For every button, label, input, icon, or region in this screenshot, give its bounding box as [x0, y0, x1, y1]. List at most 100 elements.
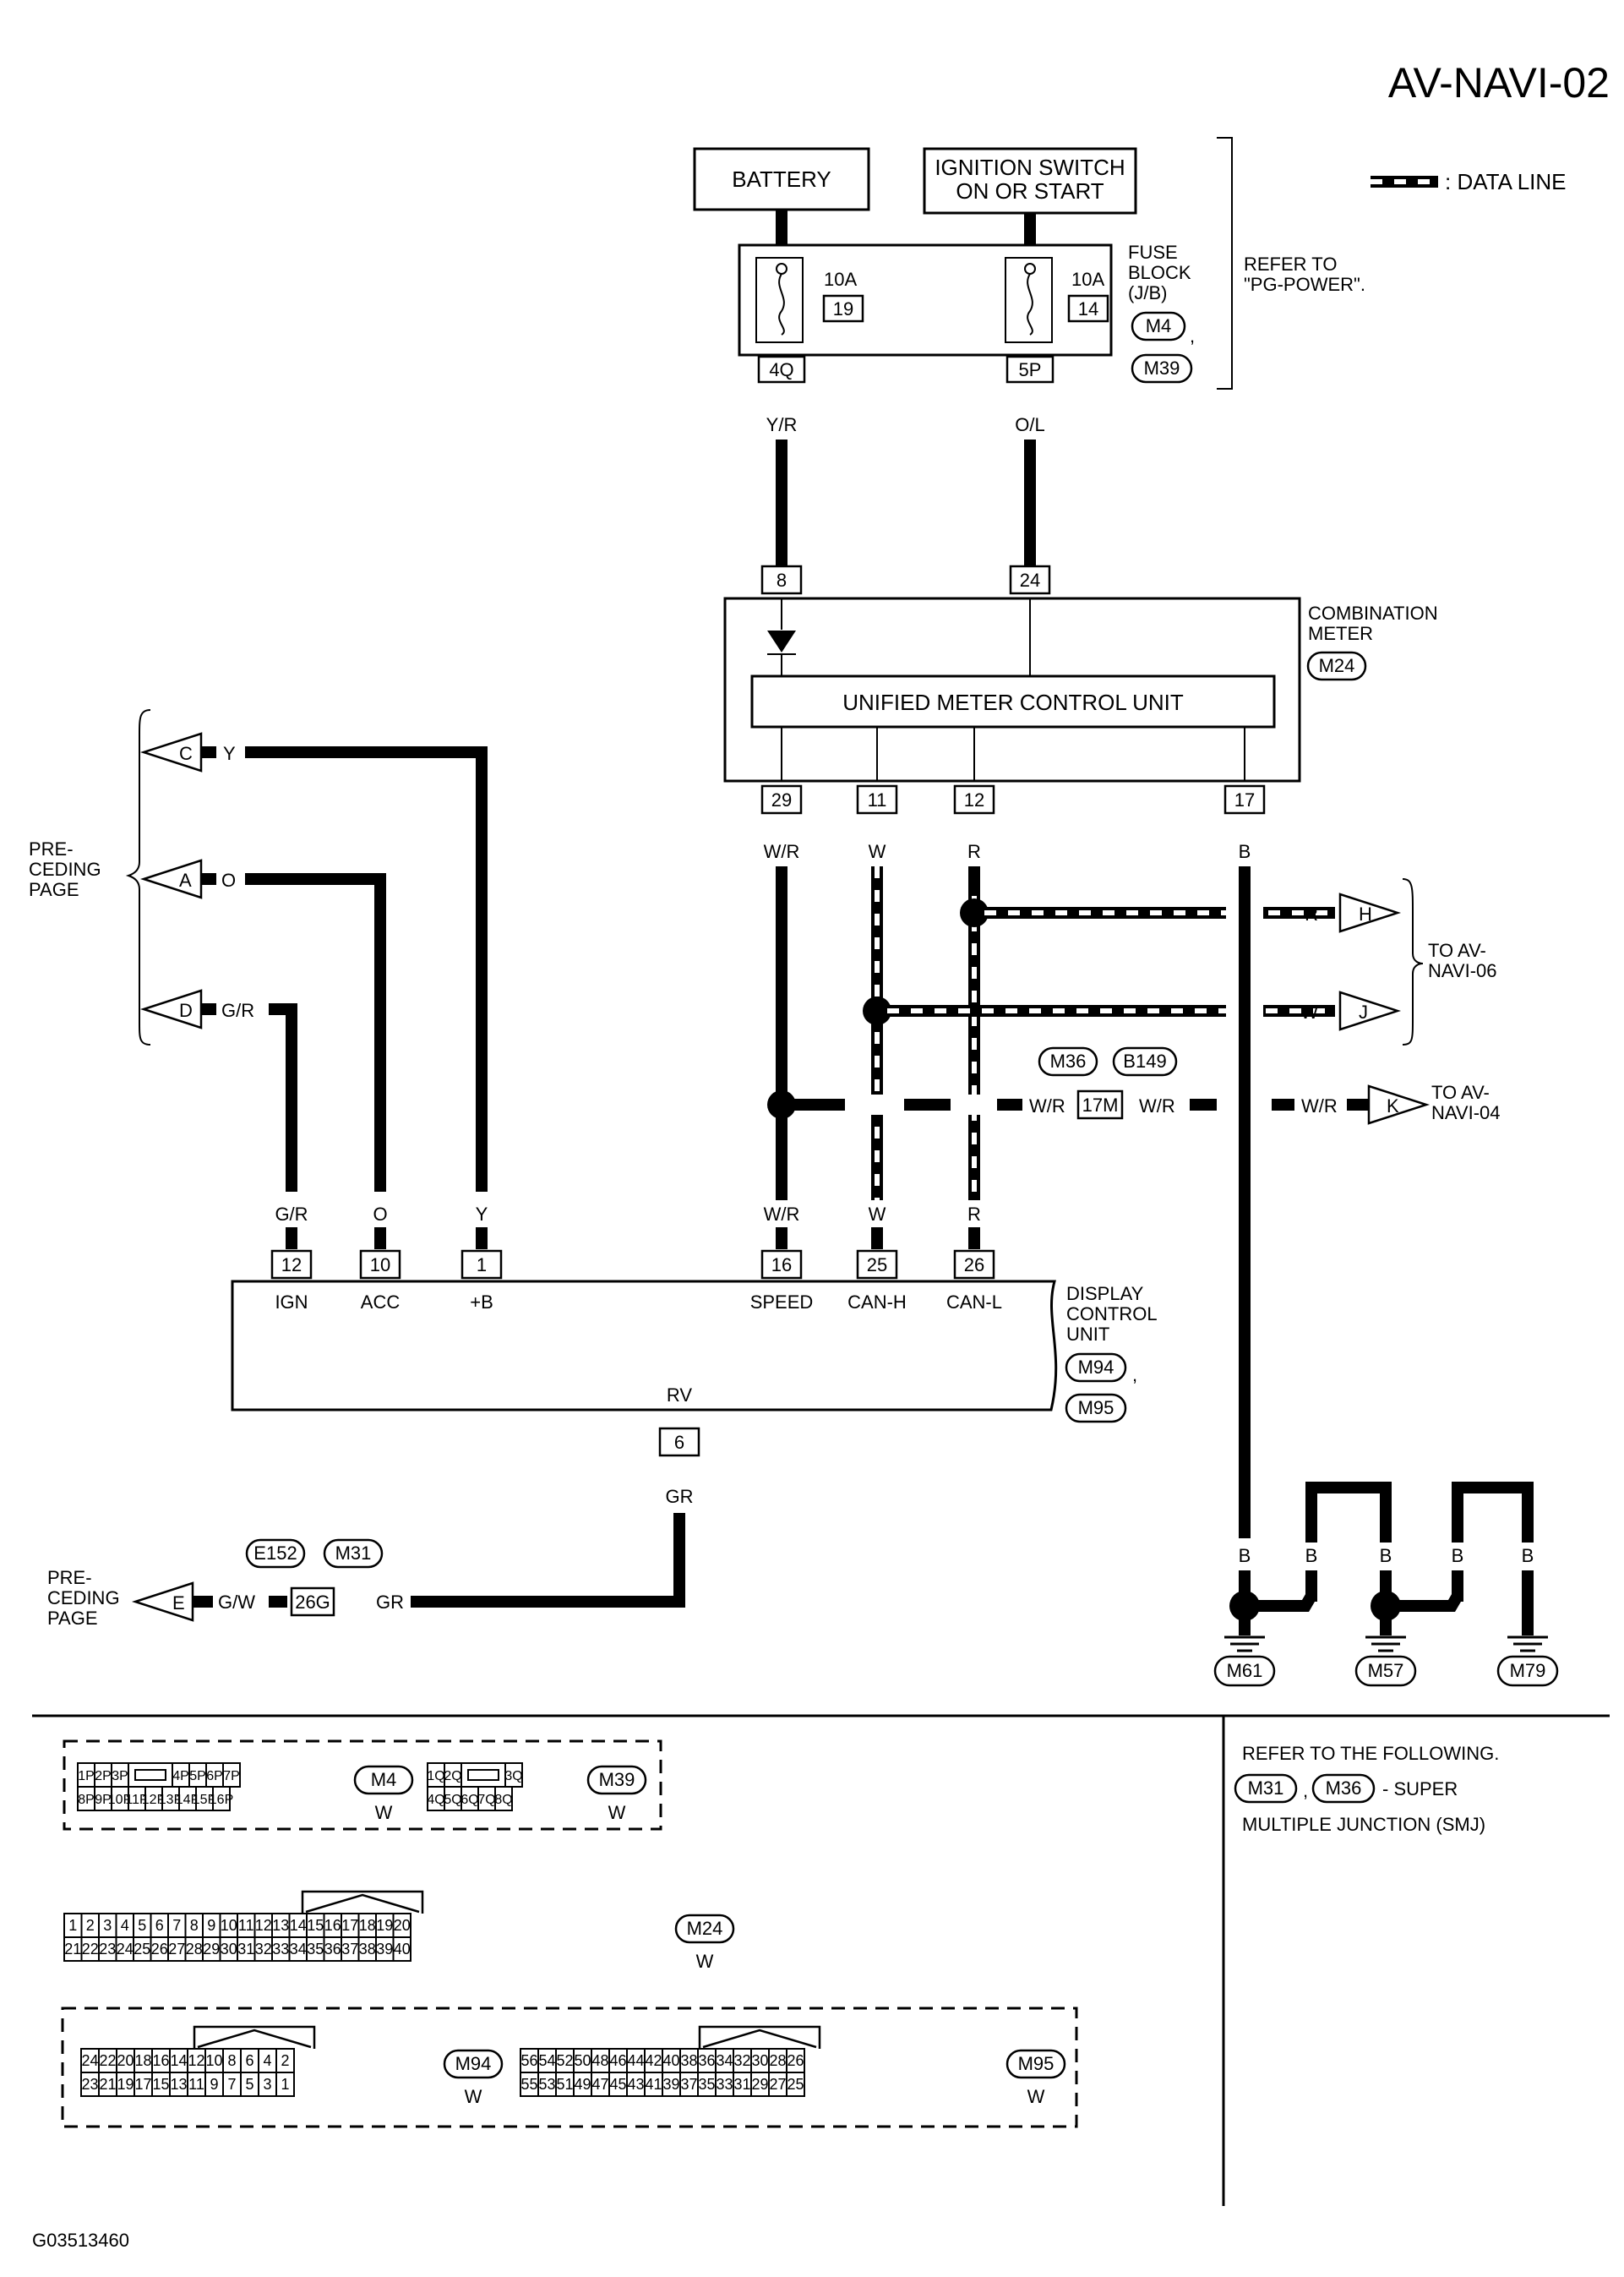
svg-text:W: W: [696, 1951, 714, 1972]
svg-text:4: 4: [121, 1917, 129, 1934]
m24-bottom-cell: 36: [323, 1936, 342, 1962]
fuse-19-number: 19: [833, 298, 853, 319]
m94-bottom-cell: 9: [204, 2072, 224, 2097]
m95-bottom-cell: 55: [520, 2072, 539, 2097]
display-unit-label-3: UNIT: [1066, 1324, 1109, 1345]
m95-top-cell: 34: [715, 2048, 734, 2073]
link-e: E: [131, 1581, 194, 1622]
joint-connector-m36: [1038, 1046, 1098, 1077]
svg-text:W: W: [869, 841, 886, 862]
m4-bottom-cell: 13P: [159, 1786, 183, 1811]
svg-text:10P: 10P: [108, 1793, 132, 1807]
m24-top-cell: 11: [237, 1913, 256, 1938]
svg-text:K: K: [1387, 1095, 1399, 1117]
svg-text:41: 41: [645, 2076, 662, 2093]
svg-text:G/R: G/R: [275, 1204, 308, 1225]
m24-bottom-cell: 32: [253, 1936, 273, 1962]
svg-text:M95: M95: [1078, 1397, 1114, 1418]
wire-w-to-j: W: [1300, 1002, 1318, 1023]
svg-text:23: 23: [99, 1941, 116, 1958]
fuse-block-label-3: (J/B): [1128, 282, 1167, 303]
connector-group-frame-1: [63, 1739, 662, 1831]
m4-bottom-cell: 11P: [125, 1786, 149, 1811]
svg-text:12P: 12P: [142, 1793, 166, 1807]
svg-text:9: 9: [207, 1917, 215, 1934]
svg-text:9P: 9P: [95, 1793, 112, 1807]
svg-text:M94: M94: [1078, 1357, 1114, 1378]
svg-text:26: 26: [964, 1254, 984, 1275]
svg-text:Y: Y: [476, 1204, 488, 1225]
svg-text:10: 10: [370, 1254, 390, 1275]
m24-top-cell: 16: [323, 1913, 342, 1938]
svg-text:12: 12: [255, 1917, 272, 1934]
svg-text:38: 38: [680, 2052, 697, 2069]
ground-icon-m79: [1507, 1635, 1548, 1652]
svg-text:20: 20: [394, 1917, 411, 1934]
svg-text:37: 37: [341, 1941, 358, 1958]
svg-text:15: 15: [307, 1917, 324, 1934]
wire-gr-right: GR: [376, 1592, 404, 1613]
m95-bottom-cell: 27: [768, 2072, 787, 2097]
display-terminal-26: [953, 1249, 995, 1280]
svg-text:35: 35: [307, 1941, 324, 1958]
m95-top-cell: 38: [679, 2048, 699, 2073]
svg-text:9: 9: [210, 2076, 218, 2093]
m24-top-cell: 5: [133, 1913, 152, 1938]
svg-text:2P: 2P: [95, 1769, 112, 1783]
display-terminal-12: [270, 1249, 313, 1280]
m94-top-cell: 6: [240, 2048, 259, 2073]
display-connector-m94: [1065, 1352, 1127, 1383]
m95-top-cell: 32: [733, 2048, 752, 2073]
svg-text:18: 18: [134, 2052, 151, 2069]
svg-text:13: 13: [170, 2076, 187, 2093]
svg-text:54: 54: [538, 2052, 555, 2069]
svg-text:W/R: W/R: [764, 841, 800, 862]
svg-text:19: 19: [376, 1917, 393, 1934]
svg-text:27: 27: [769, 2076, 786, 2093]
m95-top-cell: 26: [786, 2048, 805, 2073]
svg-text:11: 11: [238, 1917, 254, 1934]
to-navi-04-label-1: TO AV-: [1431, 1082, 1490, 1103]
svg-text:15P: 15P: [193, 1793, 216, 1807]
display-terminal-6: [658, 1427, 700, 1457]
m94-top-cell: 16: [151, 2048, 171, 2073]
svg-text:O: O: [373, 1204, 387, 1225]
meter-terminal-12: [953, 784, 995, 815]
display-terminal-16: [760, 1249, 803, 1280]
m95-bottom-cell: 29: [750, 2072, 770, 2097]
fuse-block: [738, 243, 1113, 357]
svg-text:8P: 8P: [78, 1793, 95, 1807]
joint-connector-b149: [1112, 1046, 1178, 1077]
svg-text:45: 45: [609, 2076, 626, 2093]
svg-text:6: 6: [155, 1917, 164, 1934]
svg-text:39: 39: [376, 1941, 393, 1958]
svg-text:34: 34: [290, 1941, 307, 1958]
svg-text:M4: M4: [371, 1769, 397, 1790]
svg-text:11P: 11P: [125, 1793, 148, 1807]
svg-text:52: 52: [556, 2052, 573, 2069]
m95-top-cell: 30: [750, 2048, 770, 2073]
m94-bottom-cell: 3: [258, 2072, 277, 2097]
m95-bottom-cell: 39: [662, 2072, 681, 2097]
svg-text:B: B: [1452, 1545, 1464, 1566]
svg-text:2Q: 2Q: [444, 1769, 461, 1783]
to-navi-04-label-2: NAVI-04: [1431, 1102, 1501, 1123]
m24-top-cell: 9: [202, 1913, 221, 1938]
link-h: H: [1338, 893, 1402, 933]
svg-text:36: 36: [698, 2052, 715, 2069]
combination-meter-label-1: COMBINATION: [1308, 603, 1438, 624]
svg-text:3: 3: [103, 1917, 112, 1934]
svg-text:48: 48: [591, 2052, 608, 2069]
svg-text:31: 31: [733, 2076, 750, 2093]
svg-text:33: 33: [716, 2076, 733, 2093]
svg-text:8: 8: [227, 2052, 236, 2069]
svg-text:E152: E152: [253, 1543, 297, 1564]
m94-top-cell: 12: [187, 2048, 206, 2073]
data-line-legend-label: : DATA LINE: [1445, 169, 1567, 194]
m39-top-cell: [460, 1762, 506, 1788]
wire-y-label: Y: [223, 743, 236, 764]
svg-text:D: D: [179, 1000, 193, 1021]
m94-bottom-cell: 5: [240, 2072, 259, 2097]
fuse-block-label-2: BLOCK: [1128, 262, 1191, 283]
